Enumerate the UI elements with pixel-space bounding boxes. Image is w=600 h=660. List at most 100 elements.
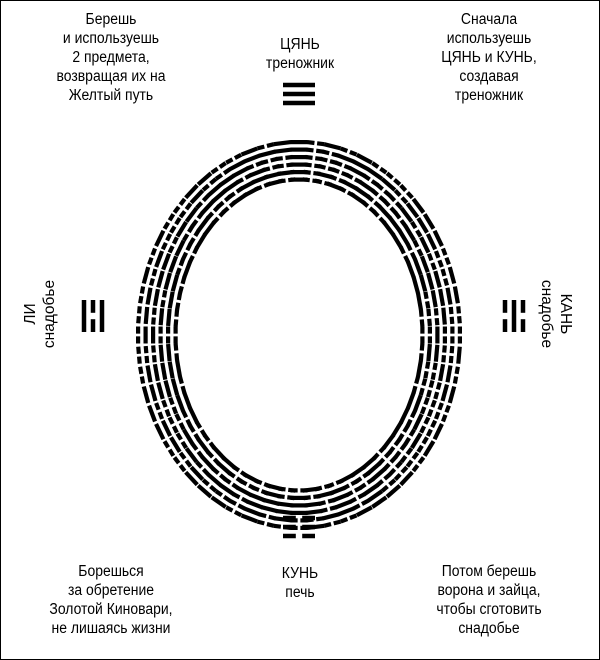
trigram-line-broken	[502, 319, 508, 332]
hexagram-line-broken	[443, 278, 450, 287]
hexagram-line-broken	[150, 247, 157, 256]
hexagram-line-broken	[262, 166, 271, 173]
hexagram-line-broken	[448, 355, 454, 364]
hexagram-line-broken	[201, 478, 210, 487]
hexagram-line-broken	[157, 411, 165, 420]
hexagram-line-solid	[154, 250, 165, 268]
hexagram-line-broken	[425, 361, 431, 369]
hexagram-line-broken	[417, 456, 426, 465]
hexagram-line-solid	[200, 199, 216, 215]
hexagram-line-solid	[290, 503, 308, 508]
hexagram-line-solid	[316, 490, 334, 499]
hexagram-line-broken	[136, 336, 141, 344]
hexagram-line-solid	[276, 501, 294, 508]
hexagram-line-solid	[390, 232, 404, 250]
hexagram-line-broken	[178, 197, 187, 206]
hexagram-line-broken	[430, 262, 437, 271]
hexagram-line-solid	[362, 483, 379, 497]
hexagram-line-broken	[256, 144, 265, 151]
hexagram-line-broken	[166, 326, 171, 334]
hexagram-line-broken	[416, 444, 424, 453]
hexagram-line-broken	[178, 210, 187, 219]
trigram-lines	[283, 515, 315, 539]
hexagram-line-solid	[200, 455, 216, 471]
hexagram-line-solid	[385, 484, 402, 499]
hexagram-line-broken	[167, 448, 176, 457]
label-top-name: ЦЯНЬ	[280, 36, 320, 53]
hexagram-line-solid	[145, 365, 153, 383]
ring-hexagram	[184, 445, 227, 487]
trigram-kun-symbol	[283, 515, 315, 539]
ring-hexagram	[147, 391, 193, 423]
hexagram-line-solid	[416, 217, 429, 234]
hexagram-line-solid	[412, 258, 423, 276]
trigram-line-solid	[283, 100, 315, 106]
hexagram-line-broken	[256, 519, 265, 526]
hexagram-line-broken	[190, 219, 199, 228]
hexagram-line-solid	[223, 179, 240, 193]
hexagram-line-solid	[158, 344, 165, 362]
label-right-name: КАНЬ	[557, 293, 574, 335]
hexagram-line-broken	[394, 201, 403, 210]
trigram-line-solid	[99, 300, 105, 332]
hexagram-line-solid	[290, 147, 308, 152]
hexagram-line-broken	[449, 345, 455, 354]
hexagram-line-broken	[405, 459, 414, 468]
hexagram-line-solid	[160, 362, 168, 380]
trigram-line-broken	[302, 524, 315, 530]
hexagram-line-broken	[382, 199, 391, 208]
hexagram-line-broken	[437, 402, 444, 411]
hexagram-line-solid	[141, 266, 151, 285]
hexagram-line-broken	[139, 286, 146, 294]
hexagram-line-solid	[156, 382, 165, 400]
hexagram-line-broken	[218, 161, 227, 169]
hexagram-line-broken	[433, 411, 441, 420]
ring-hexagram	[138, 359, 183, 384]
hexagram-line-solid	[202, 220, 217, 237]
hexagram-line-solid	[152, 288, 160, 307]
hexagram-line-broken	[222, 495, 232, 503]
hexagram-line-solid	[405, 260, 416, 279]
hexagram-line-broken	[160, 241, 168, 251]
hexagram-line-broken	[412, 239, 420, 248]
hexagram-line-broken	[214, 173, 224, 181]
hexagram-line-solid	[175, 220, 188, 238]
hexagram-line-solid	[240, 146, 259, 157]
hexagram-line-broken	[136, 346, 141, 355]
hexagram-line-solid	[440, 383, 450, 402]
hexagram-line-broken	[154, 402, 161, 411]
hexagram-line-broken	[181, 251, 189, 261]
hexagram-line-solid	[216, 461, 233, 476]
hexagram-line-solid	[248, 492, 267, 503]
ring-hexagram	[398, 229, 444, 264]
ring-hexagram	[136, 306, 180, 327]
hexagram-line-broken	[383, 450, 392, 459]
hexagram-line-solid	[239, 179, 257, 192]
hexagram-line-broken	[416, 248, 424, 257]
hexagram-line-solid	[304, 501, 322, 508]
hexagram-line-broken	[212, 457, 221, 466]
hexagram-line-broken	[221, 206, 230, 215]
hexagram-line-broken	[435, 382, 442, 391]
hexagram-line-solid	[251, 174, 269, 185]
hexagram-line-solid	[348, 166, 366, 178]
hexagram-line-solid	[262, 497, 280, 507]
hexagram-line-broken	[409, 409, 417, 419]
hexagram-line-broken	[394, 460, 403, 469]
hexagram-line-broken	[138, 295, 144, 304]
label-top-trigram: ЦЯНЬ треножник	[237, 35, 363, 73]
hexagram-line-broken	[393, 188, 402, 198]
hexagram-line-solid	[141, 385, 151, 404]
label-bottom-name: КУНЬ	[281, 565, 319, 582]
hexagram-line-broken	[151, 345, 156, 353]
hexagram-line-broken	[304, 162, 312, 168]
hexagram-line-broken	[263, 482, 272, 489]
hexagram-line-broken	[444, 256, 451, 266]
hexagram-line-solid	[412, 413, 424, 431]
trigram-lines	[81, 300, 105, 332]
hexagram-line-broken	[415, 229, 423, 238]
hexagram-line-broken	[136, 315, 141, 324]
hexagram-line-broken	[375, 479, 384, 488]
hexagram-line-broken	[426, 389, 432, 398]
hexagram-line-solid	[219, 173, 236, 187]
